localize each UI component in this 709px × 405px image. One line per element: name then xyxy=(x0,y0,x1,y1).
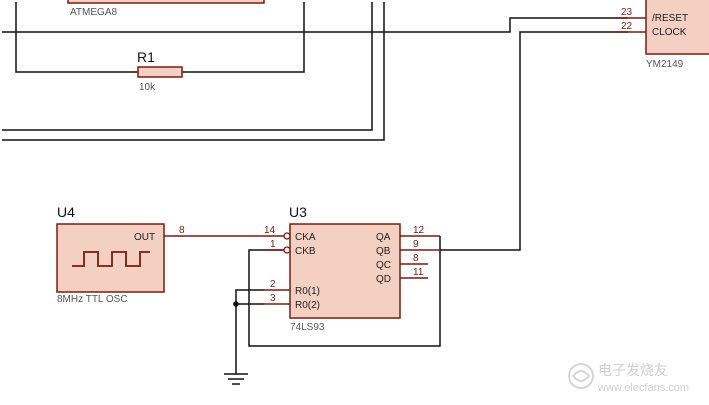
oscillator-u4[interactable]: U4 OUT 8 8MHz TTL OSC xyxy=(56,204,200,305)
watermark-text-cn: 电子发烧友 xyxy=(598,362,668,378)
u4-out-num: 8 xyxy=(179,225,185,236)
r1-ref: R1 xyxy=(137,49,155,65)
u3-num-r02: 3 xyxy=(270,293,276,304)
u3-label-qb: QB xyxy=(376,246,391,257)
u3-label-cka: CKA xyxy=(295,232,316,243)
watermark-text-url: www.elecfans.com xyxy=(597,382,689,394)
u3-body xyxy=(289,223,401,319)
u3-num-ckb: 1 xyxy=(270,239,276,250)
u3-label-r02: R0(2) xyxy=(295,300,320,311)
wire-clock xyxy=(440,31,628,251)
wire-atmega-r1-right xyxy=(182,2,305,73)
atmega8-label: ATMEGA8 xyxy=(70,7,117,18)
square-wave-icon xyxy=(72,251,150,267)
wire-reset xyxy=(2,17,628,33)
u4-name: 8MHz TTL OSC xyxy=(57,294,128,305)
u4-body xyxy=(56,223,165,293)
ground-icon xyxy=(224,373,248,385)
u3-label-ckb: CKB xyxy=(295,246,316,257)
u3-num-qa: 12 xyxy=(413,225,425,236)
junction-dot xyxy=(233,301,239,307)
wire-qa-ckb xyxy=(248,236,441,347)
wire-r01 xyxy=(235,289,264,374)
u4-ref: U4 xyxy=(57,204,75,220)
u3-num-cka: 14 xyxy=(264,225,276,236)
u3-label-qa: QA xyxy=(376,232,391,243)
ym-pin23-num: 23 xyxy=(621,7,633,18)
u3-label-qc: QC xyxy=(376,260,391,271)
u3-ref: U3 xyxy=(289,204,307,220)
wire-atmega-r1-left xyxy=(15,2,138,73)
u3-label-r01: R0(1) xyxy=(295,286,320,297)
wires xyxy=(2,2,628,374)
u3-num-qb: 9 xyxy=(413,239,419,250)
u3-num-r01: 2 xyxy=(270,279,276,290)
u4-out-label: OUT xyxy=(134,232,155,243)
counter-u3[interactable]: U3 CKA CKB R0(1) R0(2) 14 1 2 3 QA QB QC… xyxy=(264,204,440,333)
ym-clock-label: CLOCK xyxy=(652,27,687,38)
u3-label-qd: QD xyxy=(376,274,391,285)
u3-num-qd: 11 xyxy=(413,267,424,278)
watermark-logo-icon xyxy=(568,363,594,389)
atmega8-body xyxy=(67,0,265,4)
ym2149-component[interactable]: 23 22 /RESET CLOCK YM2149 xyxy=(616,0,709,70)
wire-bus-2 xyxy=(2,2,385,141)
cka-clock-bubble-icon xyxy=(283,232,291,240)
u3-num-qc: 8 xyxy=(413,253,419,264)
r1-body xyxy=(137,66,183,78)
watermark: 电子发烧友 www.elecfans.com xyxy=(568,362,689,394)
r1-value: 10k xyxy=(139,82,156,93)
resistor-r1[interactable]: R1 10k xyxy=(132,49,183,93)
ym-pin22-num: 22 xyxy=(621,21,633,32)
ym2149-body xyxy=(645,0,709,55)
ckb-clock-bubble-icon xyxy=(283,246,291,254)
wire-bus-1 xyxy=(2,2,373,131)
ym-reset-label: /RESET xyxy=(652,13,688,24)
atmega8-component[interactable]: ATMEGA8 xyxy=(67,0,265,18)
ym2149-label: YM2149 xyxy=(646,59,684,70)
u3-name: 74LS93 xyxy=(290,322,325,333)
